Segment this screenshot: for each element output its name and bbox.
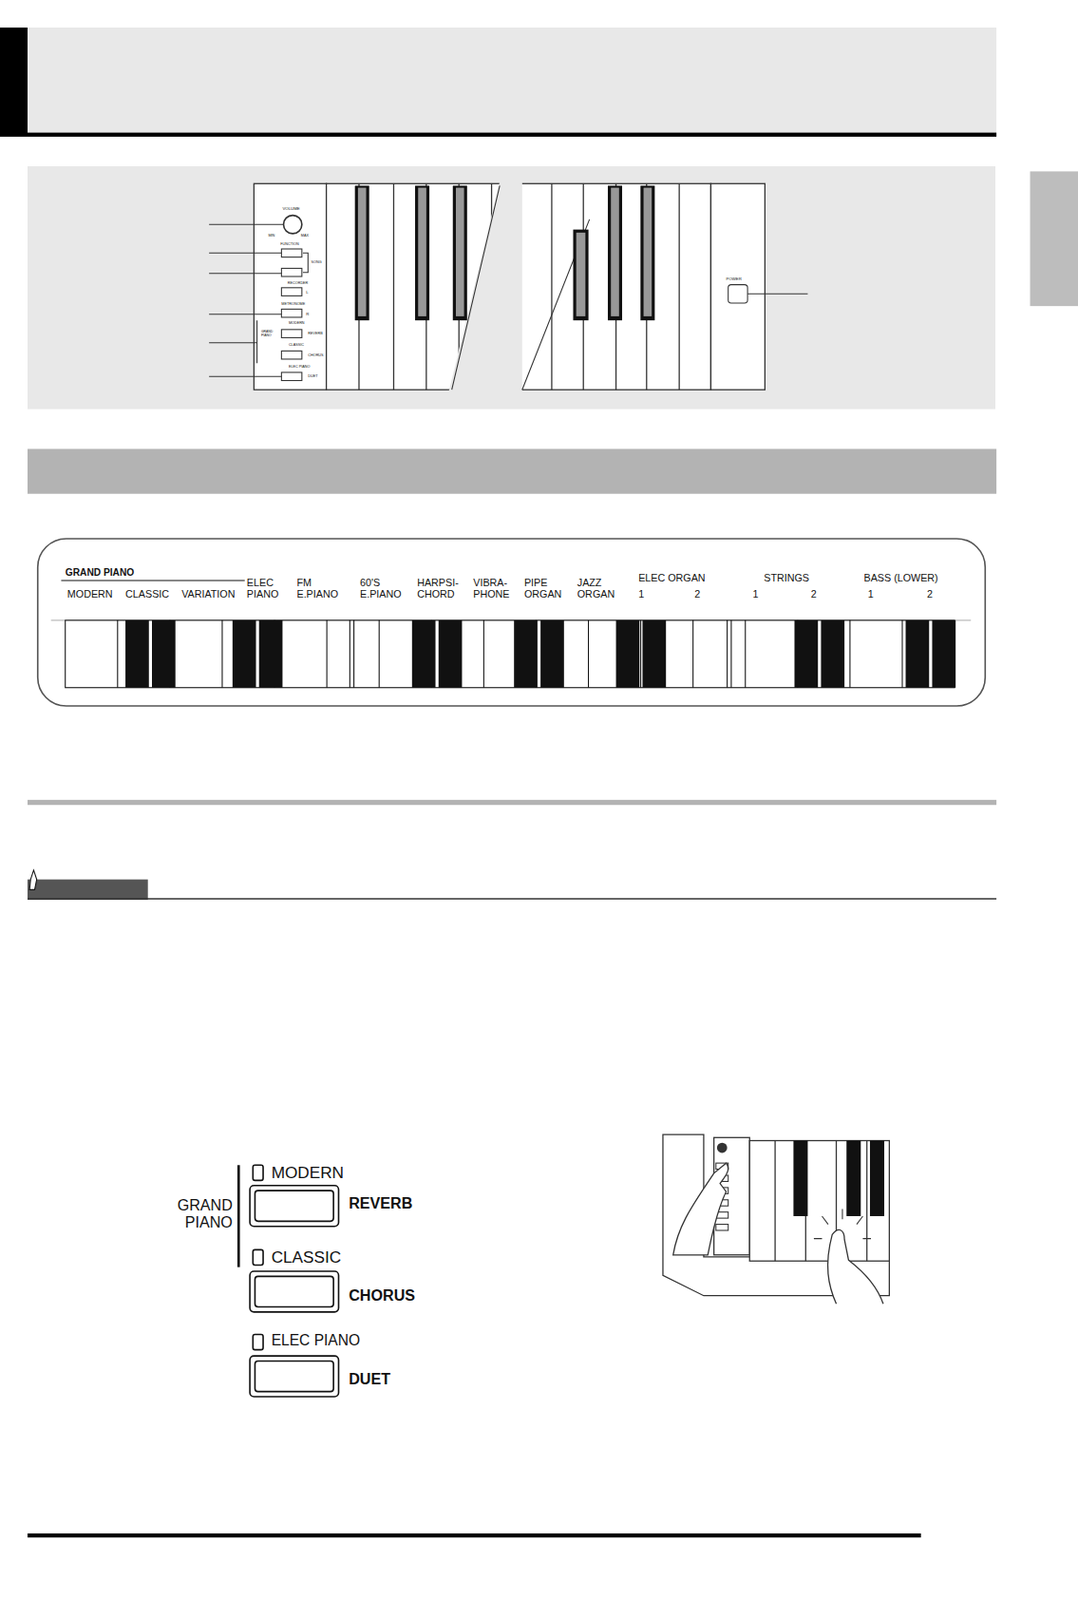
panel-label: REVERB: [307, 332, 322, 337]
tone-label: 60'S E.PIANO: [359, 577, 407, 601]
black-key: [820, 620, 845, 688]
tone-label: PIPE ORGAN: [524, 577, 566, 601]
tone-label: 1: [868, 588, 874, 601]
panel-label: ELEC PIANO: [288, 364, 311, 369]
tone-label: VARIATION: [181, 588, 235, 601]
tone-label: GRAND PIANO: [65, 567, 135, 578]
tone-label: JAZZ ORGAN: [577, 577, 619, 601]
key-edge: [692, 620, 694, 688]
black-key: [931, 620, 956, 688]
panel-label: POWER: [726, 277, 742, 283]
tone-label: CLASSIC: [125, 588, 170, 601]
button-label: ELEC PIANO: [271, 1332, 360, 1349]
black-key: [642, 620, 666, 688]
key-edge: [483, 620, 485, 688]
button-label: REVERB: [348, 1194, 413, 1212]
key-edge: [221, 620, 223, 688]
button-label: GRAND PIANO: [169, 1196, 233, 1230]
key-edge: [326, 620, 328, 688]
panel-label: CLASSIC: [288, 343, 304, 348]
key-edge: [849, 620, 851, 688]
black-key: [616, 620, 641, 688]
black-key: [151, 620, 176, 688]
tone-label: ELEC PIANO: [246, 577, 288, 601]
black-key: [540, 620, 565, 688]
black-key: [438, 620, 463, 688]
panel-label: SONG: [311, 261, 322, 265]
tone-label: 1: [752, 588, 758, 601]
tone-label: 2: [926, 588, 933, 601]
key-edge: [116, 620, 118, 688]
tone-label: VIBRA- PHONE: [472, 577, 514, 601]
button-label: MODERN: [271, 1163, 344, 1182]
panel-label: R: [305, 312, 309, 318]
panel-label: CHORUS: [307, 354, 323, 359]
black-key: [794, 620, 818, 688]
panel-label: MODERN: [288, 321, 305, 326]
key-edge: [744, 620, 746, 688]
black-key: [412, 620, 436, 688]
black-key: [232, 620, 257, 688]
key-edge: [587, 620, 589, 688]
key-edge: [901, 620, 903, 688]
button-label: CHORUS: [348, 1286, 416, 1305]
tone-label: STRINGS: [763, 571, 810, 584]
button-label: DUET: [348, 1370, 391, 1388]
panel-label: METRONOME: [281, 302, 305, 307]
key-edge: [378, 620, 380, 688]
panel-label: GRAND PIANO: [261, 330, 276, 339]
tone-label: ELEC ORGAN: [638, 571, 705, 584]
tone-label: 2: [694, 588, 700, 601]
tone-label: 1: [638, 588, 644, 601]
black-key: [513, 620, 538, 688]
tone-label: 2: [811, 588, 817, 601]
button-label: CLASSIC: [271, 1248, 342, 1267]
panel-label: VOLUME: [282, 207, 300, 212]
tone-label: BASS (LOWER): [864, 571, 939, 584]
panel-label: MIN: [267, 234, 275, 239]
panel-label: DUET: [307, 375, 318, 379]
black-key: [906, 620, 930, 688]
tone-label: HARPSI- CHORD: [416, 577, 458, 601]
black-key: [125, 620, 150, 688]
black-key: [259, 620, 284, 688]
panel-label: MAX: [301, 234, 309, 239]
tone-label: FM E.PIANO: [296, 577, 343, 601]
panel-label: FUNCTION: [280, 243, 299, 247]
tone-label: MODERN: [67, 588, 114, 601]
key-edge: [640, 620, 642, 688]
panel-label: L: [305, 290, 308, 296]
panel-label: RECORDER: [287, 281, 309, 285]
